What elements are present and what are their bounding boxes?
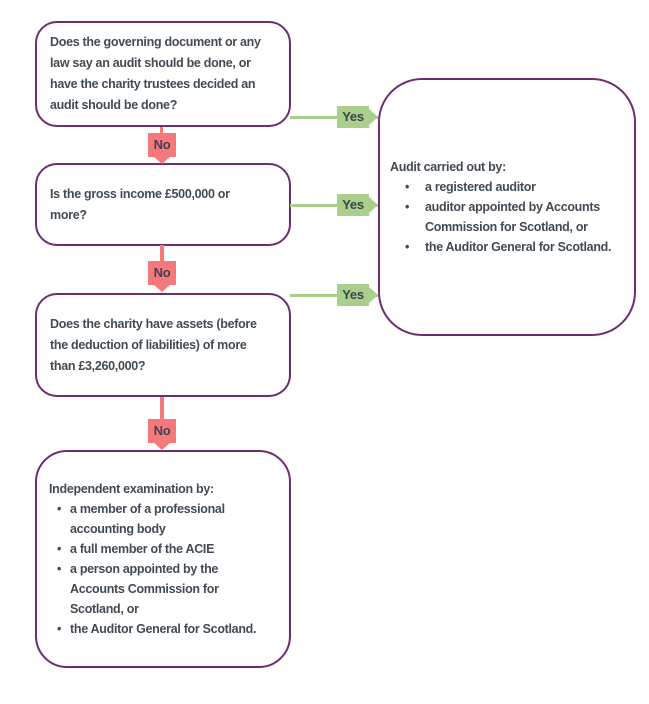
yes-arrow-label-3: Yes [337, 284, 369, 306]
text-line: more? [50, 207, 87, 222]
bullet-marker: • [57, 562, 62, 576]
outcome-box-independent-examination: Independent examination by: • a member o… [35, 450, 291, 668]
text-line: law say an audit should be done, or [50, 56, 251, 70]
text-line: the deduction of liabilities) of more [50, 337, 247, 352]
bullet-marker: • [57, 622, 62, 636]
bullet-marker: • [405, 180, 410, 194]
text-line: auditor appointed by Accounts [425, 200, 600, 214]
text-line: Commission for Scotland, or [425, 220, 588, 234]
no-arrowhead-3 [153, 442, 171, 450]
text-line: a person appointed by the [70, 562, 219, 576]
no-arrow-line-2 [160, 245, 164, 262]
yes-arrowhead-1 [369, 109, 378, 125]
bullet-item: • auditor appointed by Accounts Commissi… [405, 197, 634, 237]
text-line: Does the charity have assets (before [50, 316, 257, 331]
text-line: Accounts Commission for [70, 582, 219, 596]
text-line: Is the gross income £500,000 or [50, 186, 230, 201]
question-box-governing-document: Does the governing document or any law s… [35, 21, 291, 127]
text-line: the Auditor General for Scotland. [425, 240, 612, 254]
no-arrowhead-2 [153, 284, 171, 292]
yes-arrowhead-3 [369, 287, 378, 303]
text-line: a member of a professional [70, 502, 225, 516]
text-line: a registered auditor [425, 180, 536, 194]
yes-arrow-label-2: Yes [337, 194, 369, 216]
yes-arrowhead-2 [369, 197, 378, 213]
yes-arrow-label-1: Yes [337, 106, 369, 128]
no-arrowhead-1 [153, 156, 171, 164]
text-line: audit should be done? [50, 98, 178, 112]
bullet-marker: • [405, 240, 410, 254]
question-box-assets: Does the charity have assets (before the… [35, 293, 291, 397]
bullet-item: • a full member of the ACIE [57, 539, 289, 559]
bullet-marker: • [57, 502, 62, 516]
text-line: the Auditor General for Scotland. [70, 622, 257, 636]
bullet-marker: • [57, 542, 62, 556]
text-line: Scotland, or [70, 602, 139, 616]
bullet-item: • a registered auditor [405, 177, 634, 197]
outcome-title: Audit carried out by: [390, 160, 506, 174]
outcome-box-audit: Audit carried out by: • a registered aud… [378, 78, 636, 336]
text-line: accounting body [70, 522, 166, 536]
yes-arrow-line-2 [290, 204, 378, 207]
bullet-item: • the Auditor General for Scotland. [405, 237, 634, 257]
text-line: than £3,260,000? [50, 358, 146, 373]
outcome-title: Independent examination by: [49, 482, 214, 496]
text-line: have the charity trustees decided an [50, 77, 256, 91]
no-arrow-line-1 [160, 127, 163, 134]
no-arrow-label-1: No [148, 133, 176, 157]
no-arrow-line-3 [160, 397, 164, 420]
bullet-item: • the Auditor General for Scotland. [57, 619, 289, 639]
question-box-gross-income: Is the gross income £500,000 or more? [35, 163, 291, 246]
text-line: a full member of the ACIE [70, 542, 215, 556]
no-arrow-label-2: No [148, 261, 176, 285]
yes-arrow-line-3 [290, 294, 378, 297]
bullet-marker: • [405, 200, 410, 214]
yes-arrow-line-1 [290, 116, 378, 119]
text-line: Does the governing document or any [50, 35, 261, 49]
bullet-item: • a member of a professional accounting … [57, 499, 289, 539]
bullet-item: • a person appointed by the Accounts Com… [57, 559, 289, 619]
no-arrow-label-3: No [148, 419, 176, 443]
